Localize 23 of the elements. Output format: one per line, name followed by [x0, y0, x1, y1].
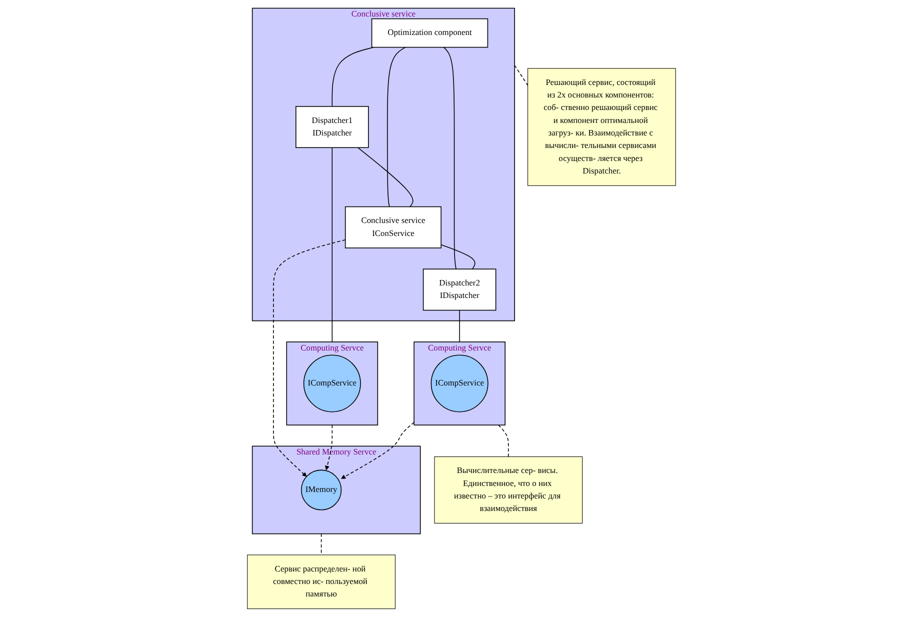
node-box: Optimization component	[371, 18, 488, 48]
node-box: Сервис распределен- ной совместно ис- пользуемой памятью	[247, 554, 396, 610]
connector	[459, 310, 460, 342]
connector	[443, 46, 456, 270]
arrow	[273, 239, 346, 477]
node-box: Conclusive service IConService	[344, 206, 442, 248]
node-box: Dispatcher2 IDispatcher	[422, 268, 496, 311]
node-box: Dispatcher1 IDispatcher	[296, 106, 369, 148]
connector	[320, 533, 322, 556]
node-circle: IMemory	[301, 470, 342, 510]
connector	[357, 147, 414, 208]
arrow	[341, 422, 414, 479]
arrow	[324, 424, 333, 470]
node-circle: ICompService	[303, 354, 361, 412]
node-box: Решающий сервис, состоящий из 2х основных компонентов: соб- ственно решающий сервис и компонент оптимальной загруз- ки. Взаимодействие с вычисли- тельными сервисами осуществ- ляется через Dispatcher.	[528, 68, 676, 186]
connector	[387, 46, 406, 208]
connector	[498, 424, 509, 458]
connector	[514, 64, 528, 86]
connector	[440, 244, 476, 270]
connector	[332, 46, 374, 107]
node-box: Вычислительные сер- висы. Единственное, что о них известно – это интерфейс для взаимодействия	[434, 456, 583, 524]
node-circle: ICompService	[430, 354, 488, 412]
connector	[332, 147, 333, 342]
